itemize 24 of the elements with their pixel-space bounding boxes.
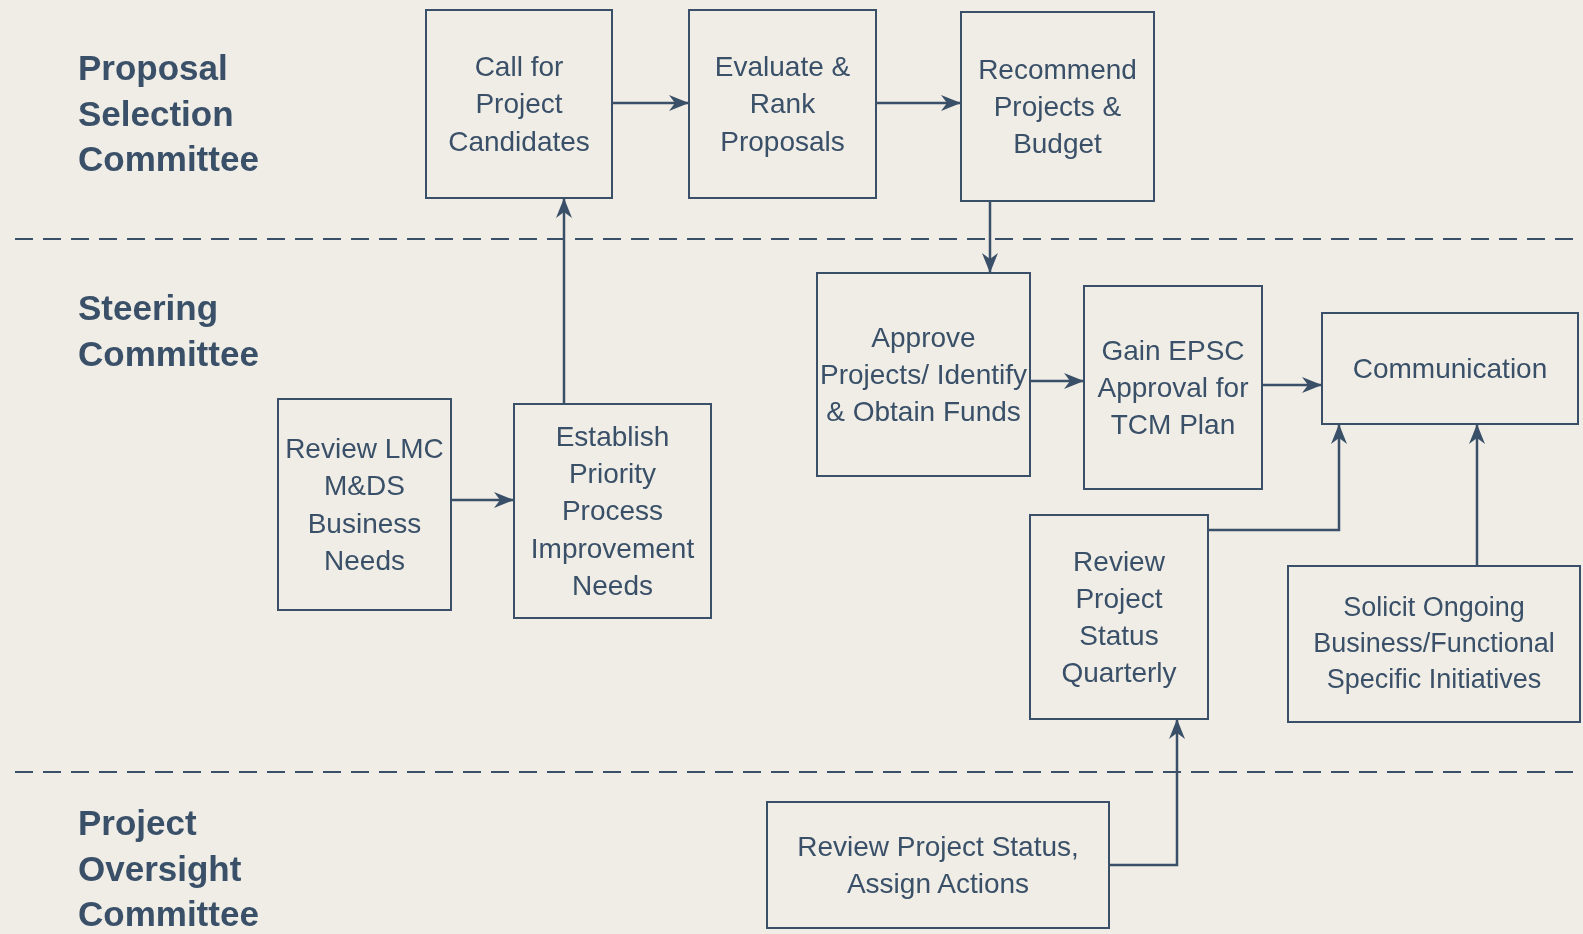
process-box: Establish Priority Process Improvement Needs xyxy=(513,403,712,619)
process-box: Review LMC M&DS Business Needs xyxy=(277,398,452,611)
arrow xyxy=(877,95,961,111)
lane-title: Proposal Selection Committee xyxy=(78,47,260,180)
process-box: Gain EPSC Approval for TCM Plan xyxy=(1083,285,1263,490)
process-box: Call for Project Candidates xyxy=(425,9,613,199)
arrow xyxy=(1209,424,1347,532)
arrow xyxy=(1263,377,1322,393)
arrow xyxy=(556,198,572,403)
arrow xyxy=(1031,373,1084,389)
arrow xyxy=(1110,719,1185,867)
arrow xyxy=(452,492,514,508)
process-box: Solicit Ongoing Business/Functional Specific Initiatives xyxy=(1287,565,1581,723)
lane-title: Steering Committee xyxy=(78,287,260,375)
process-box: Recommend Projects & Budget xyxy=(960,11,1155,202)
arrow xyxy=(982,202,998,273)
process-box: Approve Projects/ Identify & Obtain Funds xyxy=(816,272,1031,477)
process-box: Evaluate & Rank Proposals xyxy=(688,9,877,199)
arrow xyxy=(1469,424,1485,565)
process-box: Review Project Status, Assign Actions xyxy=(766,801,1110,929)
lane-title: Project Oversight Committee xyxy=(78,802,260,934)
process-box: Review Project Status Quarterly xyxy=(1029,514,1209,720)
process-box: Communication xyxy=(1321,312,1579,425)
arrow xyxy=(613,95,689,111)
